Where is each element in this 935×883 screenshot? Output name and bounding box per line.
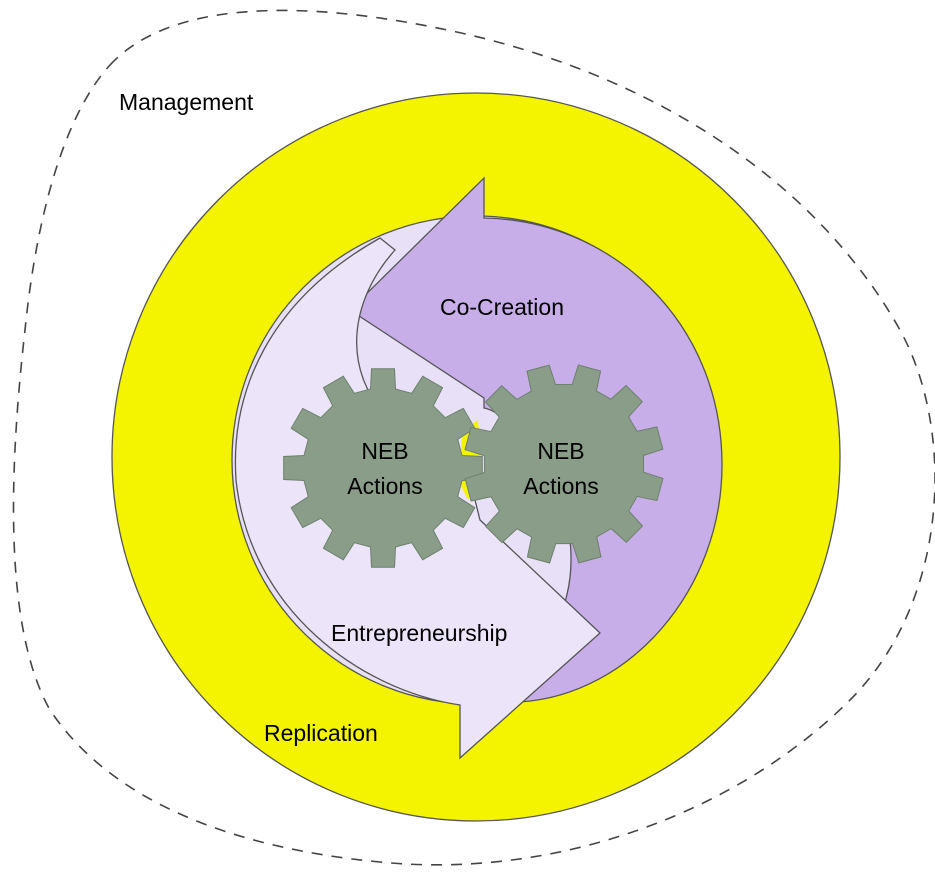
gear-left-label-line2: Actions [347, 473, 422, 499]
co-creation-label: Co-Creation [440, 294, 564, 320]
gear-body [283, 368, 483, 568]
gear-right-label-line2: Actions [523, 473, 598, 499]
management-label: Management [119, 89, 254, 115]
gear-left-icon [283, 368, 483, 568]
replication-label: Replication [264, 720, 378, 746]
gear-right-label-line1: NEB [537, 438, 584, 464]
entrepreneurship-label: Entrepreneurship [331, 620, 507, 646]
gear-right-icon [464, 364, 664, 564]
gear-left-label-line1: NEB [361, 438, 408, 464]
gear-body [464, 364, 664, 564]
